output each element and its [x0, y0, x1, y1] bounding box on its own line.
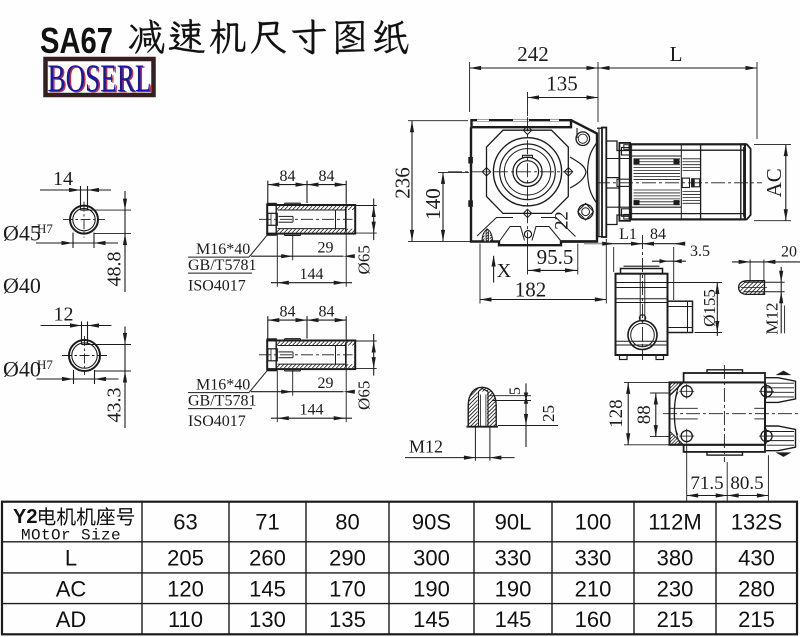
svg-text:BOSERL: BOSERL	[48, 57, 152, 100]
svg-text:144: 144	[300, 266, 324, 283]
svg-text:90S: 90S	[412, 510, 451, 535]
svg-text:230: 230	[657, 577, 694, 602]
svg-text:25: 25	[539, 405, 558, 422]
svg-text:190: 190	[495, 577, 532, 602]
svg-text:84: 84	[319, 168, 335, 185]
svg-text:300: 300	[413, 546, 450, 571]
svg-text:43.3: 43.3	[104, 388, 126, 423]
svg-text:L: L	[65, 546, 77, 571]
svg-text:215: 215	[657, 607, 694, 632]
svg-text:71: 71	[255, 510, 279, 535]
svg-text:Ø40: Ø40	[3, 357, 41, 382]
svg-text:290: 290	[329, 546, 366, 571]
svg-text:Ø65: Ø65	[355, 245, 374, 274]
svg-text:90L: 90L	[495, 510, 532, 535]
svg-text:330: 330	[495, 546, 532, 571]
svg-text:80.5: 80.5	[730, 473, 763, 494]
svg-text:22: 22	[553, 211, 573, 230]
svg-text:3.5: 3.5	[690, 243, 710, 260]
svg-text:190: 190	[413, 577, 450, 602]
svg-text:80: 80	[335, 510, 359, 535]
svg-text:SA67: SA67	[40, 20, 113, 61]
svg-text:AD: AD	[56, 607, 87, 632]
svg-text:M16*40: M16*40	[196, 377, 250, 394]
svg-text:120: 120	[167, 577, 204, 602]
svg-text:BOSERL: BOSERL	[49, 58, 153, 101]
svg-text:Y2: Y2	[13, 506, 37, 528]
svg-text:160: 160	[575, 607, 612, 632]
svg-text:X: X	[497, 260, 512, 282]
svg-text:20: 20	[781, 244, 797, 261]
svg-text:182: 182	[515, 278, 547, 302]
svg-text:63: 63	[173, 510, 197, 535]
svg-text:260: 260	[249, 546, 286, 571]
svg-text:84: 84	[280, 304, 296, 321]
svg-text:84: 84	[280, 168, 296, 185]
svg-text:140: 140	[421, 188, 445, 220]
svg-text:88: 88	[634, 405, 655, 424]
svg-text:215: 215	[738, 607, 775, 632]
svg-text:145: 145	[413, 607, 450, 632]
svg-text:29: 29	[318, 240, 334, 257]
svg-text:71.5: 71.5	[690, 473, 723, 494]
svg-text:242: 242	[517, 42, 549, 66]
svg-text:14: 14	[53, 168, 73, 190]
svg-text:Ø40: Ø40	[3, 273, 41, 298]
svg-text:135: 135	[329, 607, 366, 632]
svg-text:ISO4017: ISO4017	[188, 413, 246, 430]
svg-text:M12: M12	[763, 302, 782, 334]
svg-text:128: 128	[606, 399, 627, 428]
svg-text:112M: 112M	[648, 510, 701, 535]
svg-text:GB/T5781: GB/T5781	[188, 393, 256, 410]
svg-text:145: 145	[249, 577, 286, 602]
svg-text:280: 280	[738, 577, 775, 602]
svg-text:110: 110	[168, 607, 203, 632]
svg-text:84: 84	[319, 304, 335, 321]
svg-text:AC: AC	[56, 577, 87, 602]
svg-text:330: 330	[575, 546, 612, 571]
svg-text:132S: 132S	[731, 510, 782, 535]
svg-text:5: 5	[507, 387, 524, 395]
svg-text:205: 205	[167, 546, 204, 571]
svg-text:130: 130	[249, 607, 286, 632]
svg-text:Ø45: Ø45	[3, 221, 41, 246]
svg-text:95.5: 95.5	[537, 245, 574, 269]
svg-text:L: L	[670, 42, 683, 66]
svg-text:12: 12	[54, 304, 74, 326]
svg-text:MOtOr Size: MOtOr Size	[21, 527, 121, 545]
svg-text:M12: M12	[409, 437, 443, 457]
svg-text:210: 210	[575, 577, 612, 602]
svg-text:48.8: 48.8	[104, 252, 126, 287]
svg-text:100: 100	[575, 510, 612, 535]
svg-text:145: 145	[495, 607, 532, 632]
svg-text:Ø155: Ø155	[700, 289, 719, 327]
svg-text:430: 430	[738, 546, 775, 571]
svg-text:AC: AC	[762, 168, 786, 197]
svg-text:29: 29	[318, 375, 334, 392]
svg-text:Ø65: Ø65	[355, 381, 374, 410]
svg-text:135: 135	[546, 72, 578, 96]
svg-text:144: 144	[300, 402, 324, 419]
svg-text:380: 380	[657, 546, 694, 571]
svg-text:L1: L1	[619, 226, 637, 243]
svg-text:GB/T5781: GB/T5781	[188, 257, 256, 274]
svg-text:84: 84	[650, 226, 666, 243]
svg-text:236: 236	[391, 167, 415, 199]
svg-text:H7: H7	[37, 221, 53, 236]
svg-text:H7: H7	[37, 357, 53, 372]
svg-text:ISO4017: ISO4017	[188, 278, 246, 295]
svg-text:170: 170	[329, 577, 366, 602]
svg-text:M16*40: M16*40	[196, 241, 250, 258]
